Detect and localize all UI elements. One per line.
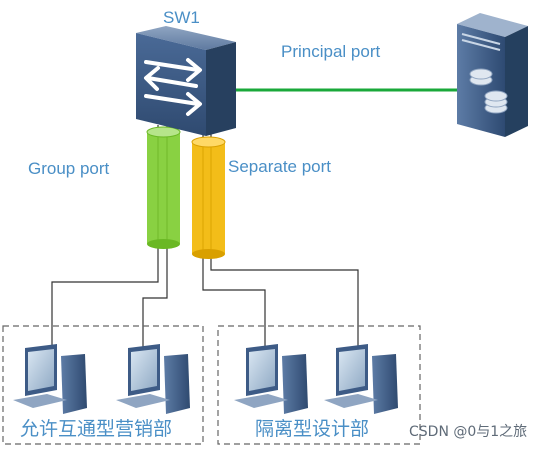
marketing-dept-label: 允许互通型营销部 [20,418,173,440]
pc-icon [13,344,87,414]
group-port-label: Group port [28,159,110,178]
pc-icon [116,344,190,414]
separate-port-label: Separate port [228,157,332,176]
group-port-cylinder [146,126,181,249]
dept-frame-marketing [2,325,204,445]
switch-icon [136,26,236,136]
dept-frame-design [217,325,421,445]
server-icon [457,13,528,137]
pc-icon [324,344,398,414]
pc-icon [234,344,308,414]
watermark: CSDN @0与1之旅 [409,424,528,440]
switch-label: SW1 [163,8,200,27]
design-dept-label: 隔离型设计部 [255,418,370,440]
principal-port-label: Principal port [281,42,381,61]
separate-port-cylinder [191,136,226,259]
